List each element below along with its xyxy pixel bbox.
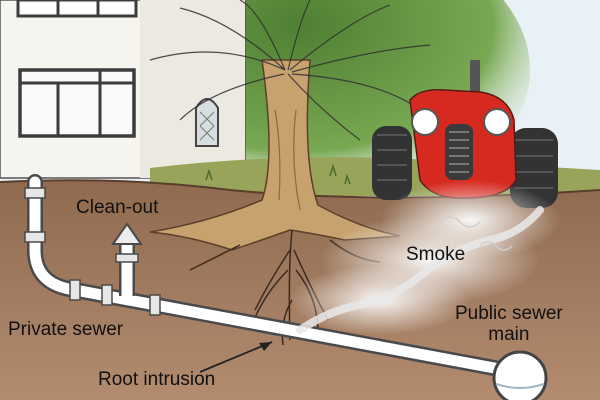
label-root-intrusion: Root intrusion bbox=[98, 369, 216, 390]
tree-trunk bbox=[149, 59, 401, 251]
sewer-pipe bbox=[24, 174, 513, 378]
pipe-joints bbox=[24, 187, 161, 316]
label-public-sewer-main: Public sewer main bbox=[455, 303, 563, 346]
label-public-sewer-line1: Public sewer bbox=[455, 303, 563, 324]
house bbox=[0, 0, 246, 179]
public-sewer-main bbox=[492, 350, 548, 400]
house-window-top bbox=[16, 0, 138, 18]
label-smoke: Smoke bbox=[406, 244, 466, 265]
label-public-sewer-line2: main bbox=[488, 324, 530, 346]
label-private-sewer: Private sewer bbox=[8, 319, 124, 340]
root-intrusion-arrow bbox=[199, 341, 273, 373]
label-clean-out: Clean-out bbox=[76, 197, 159, 218]
clean-out-pipe bbox=[111, 222, 143, 296]
tractor bbox=[372, 60, 558, 208]
house-window bbox=[18, 68, 136, 138]
smoke bbox=[290, 180, 560, 335]
arched-window bbox=[195, 98, 219, 147]
